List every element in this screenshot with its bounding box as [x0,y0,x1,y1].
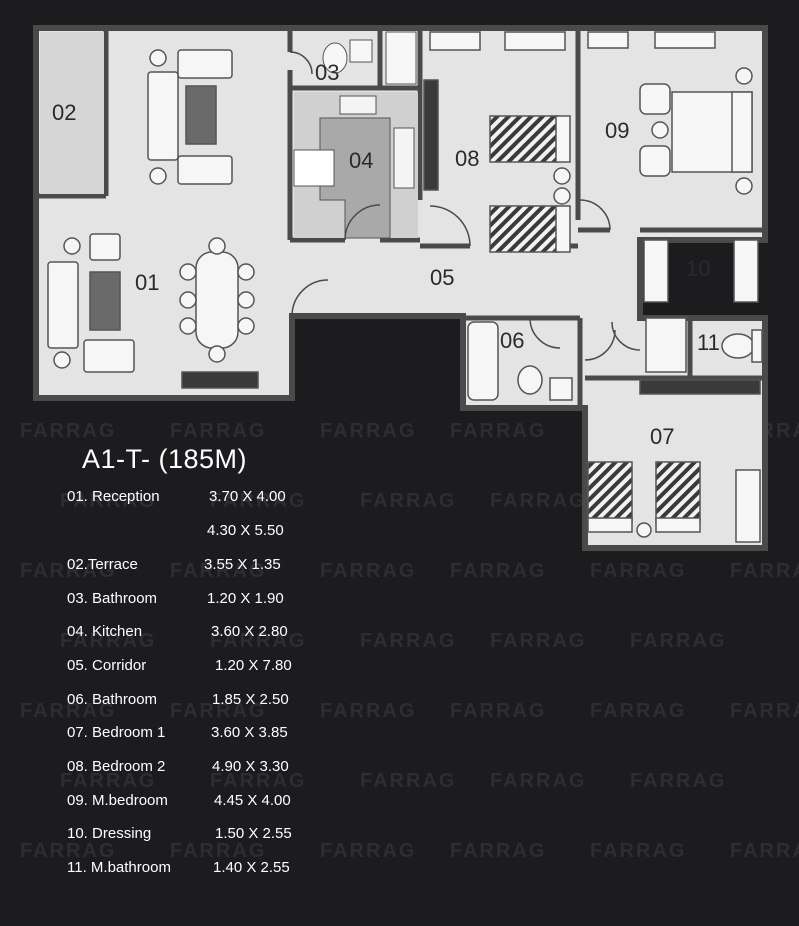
watermark-text: FARRAG [450,560,547,582]
room-label-02: 02 [52,100,76,125]
watermark-text: FARRAG [20,560,117,582]
watermark-text: FARRAG [320,700,417,722]
room-label-06: 06 [500,328,524,353]
room-label-11: 11 [697,330,720,355]
room-label-04: 04 [349,148,373,173]
watermark-text: FARRAG [320,560,417,582]
bedroom-1-furniture [587,461,761,543]
watermark-text: FARRAG [210,490,307,512]
bedroom-2-furniture [423,31,571,253]
watermark-text: FARRAG [590,840,687,862]
dressing-fixtures [643,239,759,303]
doors [289,51,641,361]
master-bathroom-fixtures [639,317,763,395]
watermark-text: FARRAG [20,700,117,722]
watermark-text: FARRAG [20,840,117,862]
watermark-text: FARRAG [210,770,307,792]
watermark-text: FARRAG [450,420,547,442]
master-bedroom-furniture [587,31,753,195]
interior-walls [36,28,765,408]
watermark-text: FARRAG [210,630,307,652]
watermark-text: FARRAG [730,560,799,582]
room-label-05: 05 [430,265,454,290]
watermark-text: FARRAG [170,560,267,582]
watermark-text: FARRAG [20,420,117,442]
watermark-text: FARRAG [590,560,687,582]
room-labels: 01 02 03 04 05 06 07 08 09 10 11 [52,60,720,449]
room-label-03: 03 [315,60,339,85]
watermark-text: FARRAG [170,700,267,722]
terrace-area [40,32,104,194]
watermark-text: FARRAG [60,770,157,792]
watermark-text: FARRAG [590,700,687,722]
watermark-text: FARRAG [360,630,457,652]
watermark-text: FARRAG [490,490,587,512]
watermark-text: FARRAG [320,840,417,862]
reception-furniture [47,49,259,389]
watermark-text: FARRAG [490,770,587,792]
watermark-text: FARRAG [730,700,799,722]
watermark-text: FARRAG [630,770,727,792]
room-label-10: 10 [686,256,710,281]
watermark-text: FARRAG [450,700,547,722]
room-label-01: 01 [135,270,159,295]
bathroom-06-fixtures [467,321,573,401]
watermark-text: FARRAG [630,630,727,652]
watermark-text: FARRAG [730,840,799,862]
watermark-text: FARRAG [490,630,587,652]
watermark-text: FARRAG [320,420,417,442]
room-label-08: 08 [455,146,479,171]
room-label-09: 09 [605,118,629,143]
watermark-text: FARRAG [170,840,267,862]
watermark-text: FARRAG [60,490,157,512]
watermark-text: FARRAG [170,420,267,442]
room-label-07: 07 [650,424,674,449]
watermark-text: FARRAG [60,630,157,652]
watermark-text: FARRAG [360,490,457,512]
bathroom-03-fixtures [322,31,417,85]
watermark-text: FARRAG [360,770,457,792]
watermark-text: FARRAG [450,840,547,862]
